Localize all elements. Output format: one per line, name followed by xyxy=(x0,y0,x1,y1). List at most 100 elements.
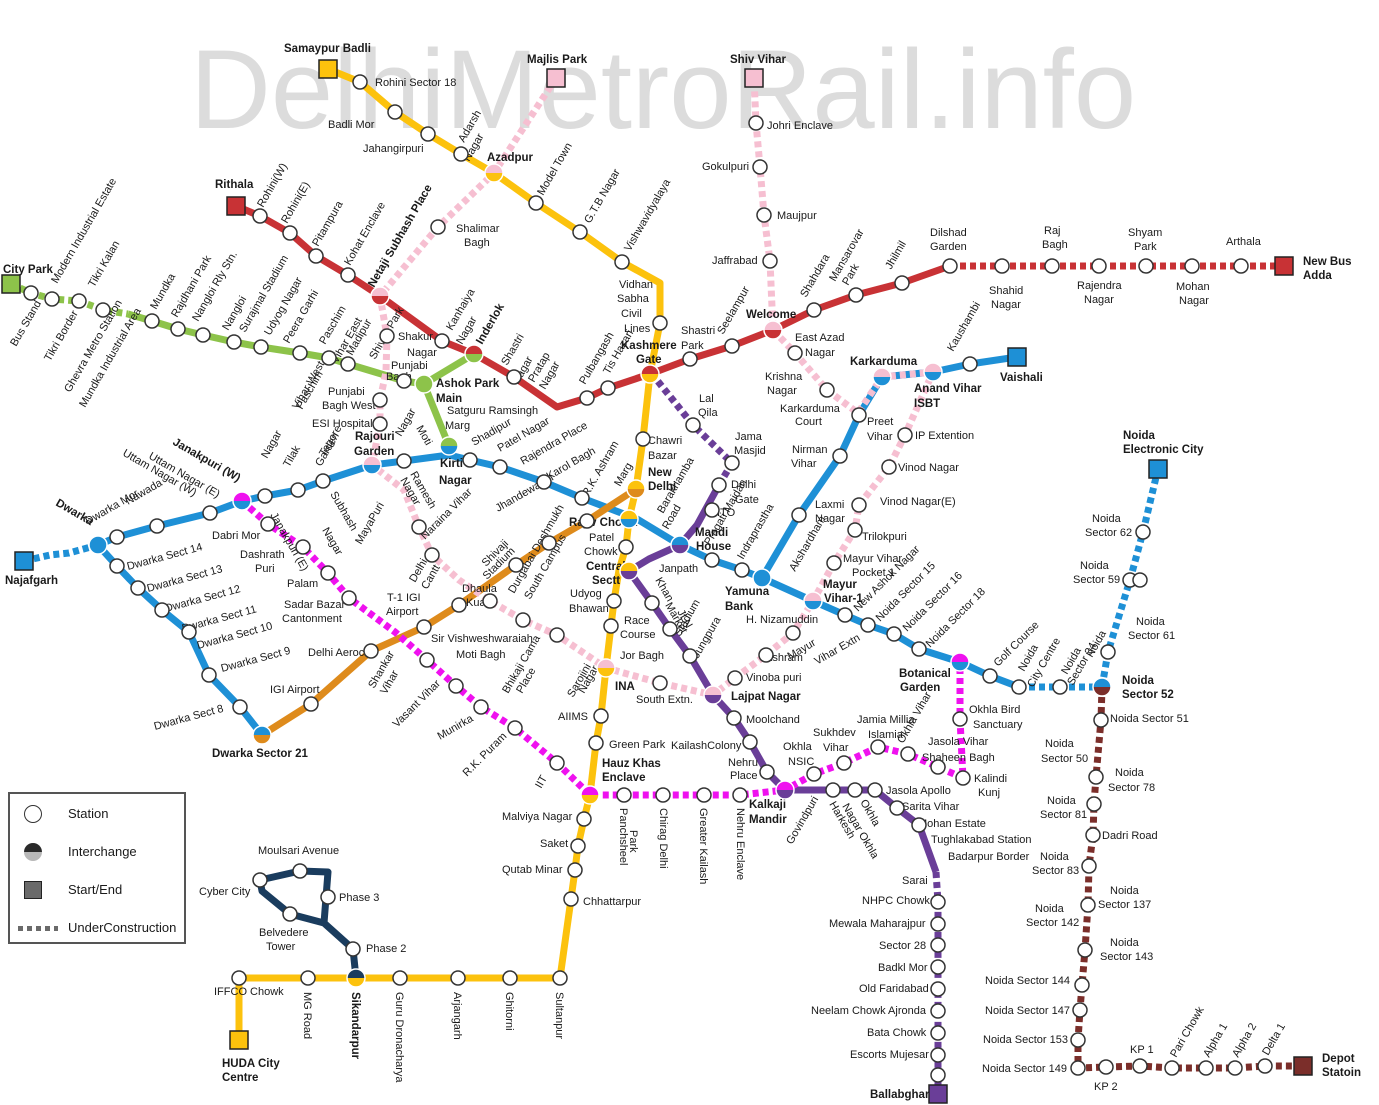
station-label: NHPC Chowk xyxy=(862,895,930,907)
interchange-label-line: Sector 52 xyxy=(1122,689,1174,701)
station-marker xyxy=(567,862,583,878)
station-marker xyxy=(320,565,336,581)
terminal-label: Depot xyxy=(1322,1053,1355,1065)
station-label: Race xyxy=(624,615,650,627)
station-marker xyxy=(257,488,273,504)
station-label: Jasola Apollo xyxy=(886,785,951,797)
terminal-label: Majlis Park xyxy=(527,54,588,66)
station-marker xyxy=(962,356,978,372)
station-label: Jaffrabad xyxy=(712,255,758,267)
station-marker xyxy=(416,619,432,635)
interchange-ring xyxy=(803,591,823,611)
interchange-label-line: Garden xyxy=(354,446,394,458)
station-label: Dadri Road xyxy=(1102,830,1158,842)
interchange-bottom-half xyxy=(776,790,794,799)
station-label: Neelam Chowk Ajronda xyxy=(811,1005,927,1017)
terminal-marker xyxy=(1274,256,1294,276)
station-label: Ashram xyxy=(765,652,803,664)
station-label: Noida Sector 51 xyxy=(1110,713,1189,725)
interchange-top-half xyxy=(753,569,771,578)
terminal-label: Ballabghar xyxy=(870,1089,930,1101)
station-label: Shyam xyxy=(1128,227,1162,239)
station-marker xyxy=(1198,1060,1214,1076)
station-label: Civil xyxy=(621,308,642,320)
station-label: Sukhdev xyxy=(813,727,856,739)
station-label-line: Nagar xyxy=(259,428,285,460)
terminal-marker xyxy=(229,1030,249,1050)
station-marker xyxy=(652,675,668,691)
station-label: KailashColony xyxy=(671,740,742,752)
interchange-top-half xyxy=(440,437,458,446)
station-label-line: Bagh xyxy=(464,237,490,249)
station-marker xyxy=(826,555,842,571)
station-marker xyxy=(572,224,588,240)
station-marker xyxy=(930,1067,946,1083)
station-label: Tikri Border xyxy=(42,308,81,363)
interchange-top-half xyxy=(776,781,794,790)
station-label: Malviya Nagar xyxy=(502,811,573,823)
station-marker xyxy=(341,590,357,606)
station-label: Sarita Vihar xyxy=(902,801,960,813)
station-marker xyxy=(23,285,39,301)
station-marker xyxy=(791,507,807,523)
station-marker xyxy=(930,1025,946,1041)
station-icon xyxy=(24,805,42,823)
station-label-line: Nagar xyxy=(319,526,345,558)
station-marker xyxy=(1070,1032,1086,1048)
interchange-bottom-half xyxy=(347,978,365,987)
station-marker xyxy=(1070,1060,1086,1076)
station-label-line: Bazar xyxy=(648,450,677,462)
station-marker xyxy=(994,258,1010,274)
station-label: R.K. Puram xyxy=(461,730,510,779)
station-label-line: Sector 62 xyxy=(1085,527,1132,539)
line-blue-ext1 xyxy=(23,541,99,565)
station-label: Lal xyxy=(699,393,714,405)
station-label: ESI Hospital xyxy=(312,418,373,430)
interchange-top-half xyxy=(671,536,689,545)
station-marker xyxy=(541,535,557,551)
interchange-ring xyxy=(362,455,382,475)
station-label: Noida xyxy=(1092,513,1122,525)
interchange-ring xyxy=(670,535,690,555)
terminal-marker xyxy=(1293,1056,1313,1076)
interchange-ring xyxy=(872,367,892,387)
station-label: Greater Kailash xyxy=(697,808,709,884)
interchange-ring xyxy=(923,362,943,382)
station-label: Pitampura xyxy=(310,198,346,248)
station-marker xyxy=(430,219,446,235)
legend-start-end-label: Start/End xyxy=(68,882,123,897)
interchange-top-half xyxy=(924,363,942,372)
station-label: Moulsari Avenue xyxy=(258,845,339,857)
interchange-label: Rajouri xyxy=(355,431,395,443)
interchange-label-line: Main xyxy=(436,393,462,405)
station-label: Kalindi xyxy=(974,773,1007,785)
station-marker xyxy=(614,254,630,270)
interchange-label-line: Delhi xyxy=(648,481,676,493)
station-marker xyxy=(759,764,775,780)
terminal-marker xyxy=(928,1084,948,1104)
station-marker xyxy=(930,1003,946,1019)
station-marker xyxy=(911,641,927,657)
station-label: Mayur Vihar xyxy=(843,553,902,565)
station-marker xyxy=(536,474,552,490)
station-marker xyxy=(881,459,897,475)
interchange-bottom-half xyxy=(620,519,638,528)
station-marker xyxy=(579,513,595,529)
station-label: Patel xyxy=(589,532,614,544)
station-label: Jamia Millia xyxy=(857,714,915,726)
station-label-line: Cantonment xyxy=(282,613,342,625)
station-marker xyxy=(930,916,946,932)
station-marker xyxy=(942,258,958,274)
interchange-top-half xyxy=(485,164,503,173)
line-brown xyxy=(1074,686,1303,1072)
station-label: Okhla xyxy=(783,741,813,753)
station-marker xyxy=(847,522,863,538)
watermark: DelhiMetroRail.info xyxy=(190,27,1136,152)
station-marker xyxy=(897,427,913,443)
station-marker xyxy=(340,267,356,283)
station-marker xyxy=(930,937,946,953)
station-marker xyxy=(321,350,337,366)
station-marker xyxy=(930,981,946,997)
station-marker xyxy=(260,516,276,532)
station-marker xyxy=(952,711,968,727)
